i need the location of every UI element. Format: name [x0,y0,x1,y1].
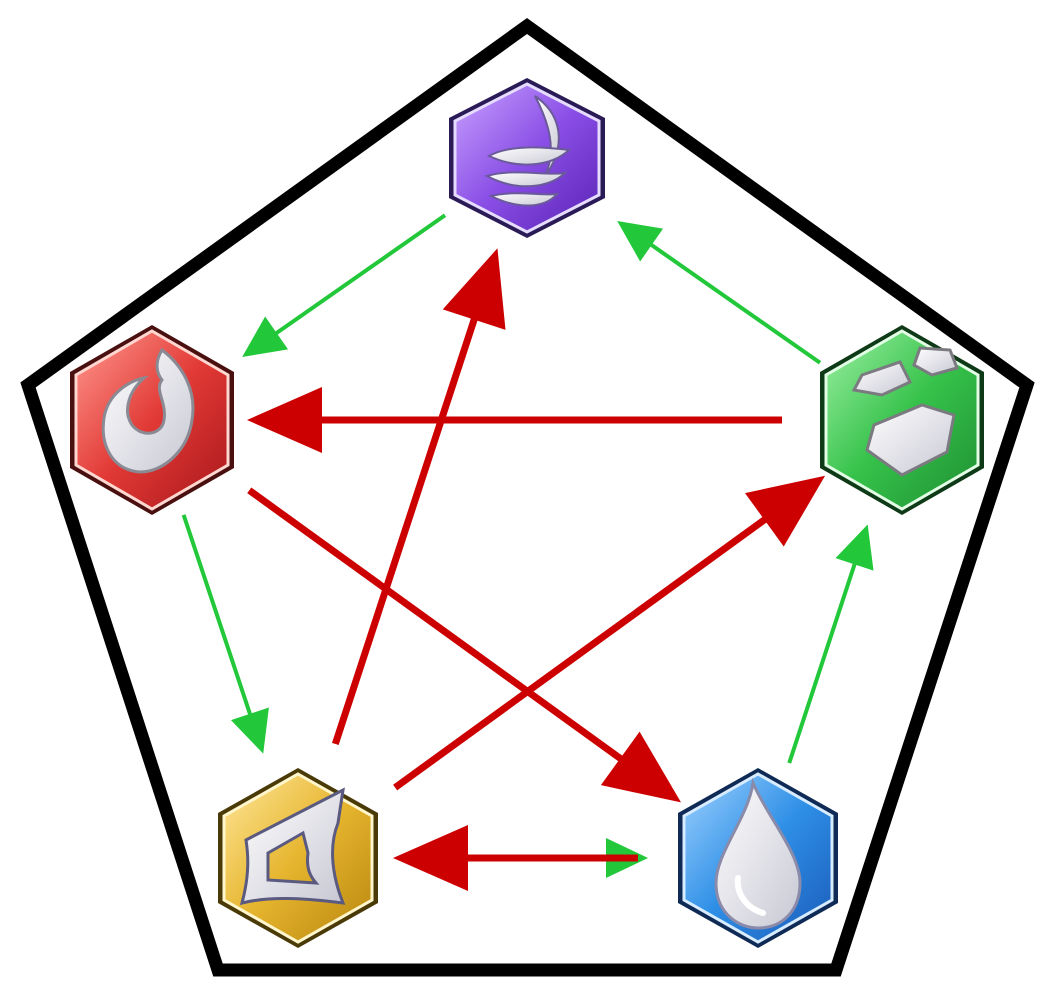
star-arrow-fire-to-water [247,487,682,803]
wind-icon [484,95,572,207]
fire-icon [101,347,195,474]
water-icon [714,777,802,930]
star-arrows [247,248,826,891]
star-arrow-earth-to-fire [247,387,782,453]
fire-badge [70,325,234,515]
pentagon-outline [20,17,1035,977]
star-arrow-lightning-to-earth [393,475,826,791]
earth-icon [851,346,959,477]
lightning-icon [239,787,346,906]
wind-badge [449,78,605,238]
cycle-arrow-water-to-earth [787,524,874,764]
cycle-arrow-fire-to-lightning [181,514,269,754]
water-badge [678,768,838,948]
earth-badge [820,325,984,515]
lightning-badge [218,768,378,948]
cycle-arrow-wind-to-fire [242,213,447,357]
cycle-arrow-earth-to-wind [617,221,822,365]
star-arrow-lightning-to-wind [331,248,506,746]
star-arrow-water-to-lightning [393,825,638,891]
